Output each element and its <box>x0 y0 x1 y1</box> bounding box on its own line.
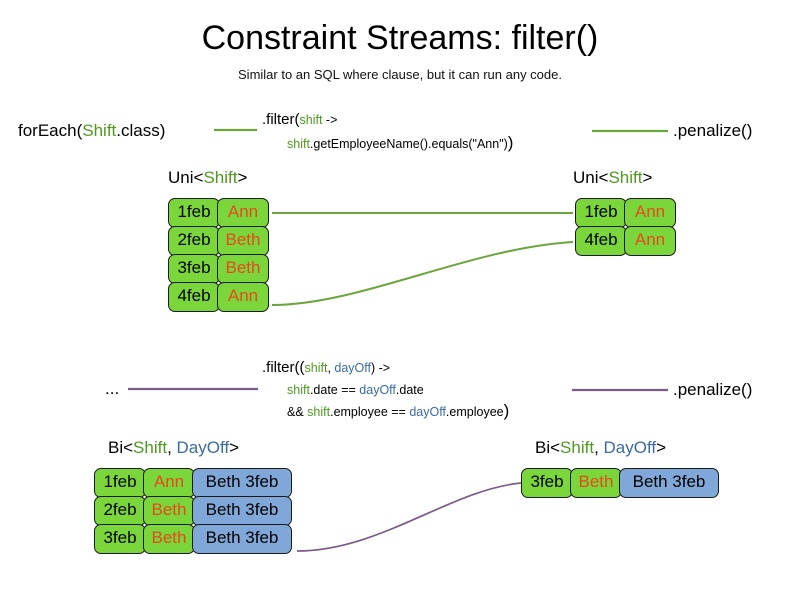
caption-uni-output-prefix: Uni< <box>573 168 609 187</box>
filter2-body2-var1: shift <box>307 405 331 419</box>
tuple-list-bi-output: 3feb Beth Beth 3feb <box>521 468 719 498</box>
page-subtitle: Similar to an SQL where clause, but it c… <box>238 67 562 82</box>
tuple-list-bi-input: 1feb Ann Beth 3feb 2feb Beth Beth 3feb 3… <box>94 468 292 554</box>
tuple-row[interactable]: 1feb Ann <box>168 198 269 228</box>
filter2-head-sep: , <box>327 361 335 375</box>
caption-bi-input-generic1: Shift <box>133 438 168 457</box>
penalize-expression-2: .penalize() <box>673 380 753 399</box>
penalize-expression-1: .penalize() <box>673 121 753 140</box>
tuple-row[interactable]: 2feb Beth <box>168 226 269 256</box>
caption-uni-output-generic: Shift <box>608 168 643 187</box>
caption-bi-input-sep: , <box>167 438 177 457</box>
tuple-cell-dayoff: Beth 3feb <box>192 468 292 498</box>
tuple-cell-dayoff: Beth 3feb <box>192 496 292 526</box>
tuple-row[interactable]: 3feb Beth Beth 3feb <box>521 468 719 498</box>
caption-bi-output-sep: , <box>594 438 604 457</box>
caption-bi-output-generic2: DayOff <box>603 438 657 457</box>
filter2-body1-end: .date <box>395 383 424 397</box>
tuple-cell-date: 1feb <box>168 198 220 228</box>
tuple-cell-name: Beth <box>570 468 622 498</box>
filter2-body2-prefix: && <box>287 405 308 419</box>
tuple-cell-dayoff: Beth 3feb <box>619 468 719 498</box>
filter1-body-close: ) <box>507 133 514 152</box>
caption-uni-output-suffix: > <box>642 168 653 187</box>
tuple-cell-name: Beth <box>217 254 269 284</box>
tuple-row[interactable]: 4feb Ann <box>575 226 676 256</box>
tuple-row[interactable]: 3feb Beth Beth 3feb <box>94 524 292 554</box>
caption-bi-output: Bi<Shift, DayOff> <box>535 437 666 458</box>
caption-bi-input-suffix: > <box>229 438 240 457</box>
filter2-head: .filter((shift, dayOff) -> <box>262 358 390 377</box>
tuple-cell-date: 3feb <box>168 254 220 284</box>
caption-bi-input-prefix: Bi< <box>108 438 134 457</box>
tuple-cell-name: Ann <box>143 468 195 498</box>
filter2-body1-var1: shift <box>287 383 310 397</box>
tuple-cell-date: 4feb <box>168 282 220 312</box>
tuple-row[interactable]: 1feb Ann <box>575 198 676 228</box>
tuple-cell-date: 3feb <box>94 524 146 554</box>
tuple-cell-date: 4feb <box>575 226 627 256</box>
filter2-body2-end: .employee <box>445 405 504 419</box>
connector-tuple-3feb-bi <box>296 482 522 552</box>
tuple-row[interactable]: 4feb Ann <box>168 282 269 312</box>
filter1-body: shift.getEmployeeName().equals("Ann")) <box>287 134 513 153</box>
caption-uni-input: Uni<Shift> <box>168 167 247 188</box>
filter1-head-var: shift <box>299 113 323 127</box>
filter2-body1-var2: dayOff <box>359 383 396 397</box>
filter1-head: .filter(shift -> <box>262 110 337 129</box>
page-title: Constraint Streams: filter() <box>201 19 599 57</box>
tuple-cell-date: 2feb <box>168 226 220 256</box>
tuple-cell-name: Ann <box>624 198 676 228</box>
filter1-body-var: shift <box>287 137 310 151</box>
caption-bi-output-suffix: > <box>656 438 667 457</box>
tuple-cell-name: Beth <box>217 226 269 256</box>
foreach-shift-token: Shift <box>82 121 117 140</box>
filter1-head-prefix: .filter( <box>262 111 300 128</box>
tuple-cell-date: 1feb <box>94 468 146 498</box>
ellipsis-source: ... <box>105 379 120 398</box>
tuple-row[interactable]: 1feb Ann Beth 3feb <box>94 468 292 498</box>
tuple-row[interactable]: 3feb Beth <box>168 254 269 284</box>
caption-bi-output-generic1: Shift <box>560 438 595 457</box>
filter2-body2-var2: dayOff <box>409 405 446 419</box>
tuple-cell-name: Beth <box>143 524 195 554</box>
caption-uni-input-suffix: > <box>237 168 248 187</box>
tuple-cell-name: Beth <box>143 496 195 526</box>
tuple-list-uni-output: 1feb Ann 4feb Ann <box>575 198 676 256</box>
filter2-body1-mid: .date == <box>309 383 360 397</box>
tuple-cell-date: 2feb <box>94 496 146 526</box>
caption-uni-output: Uni<Shift> <box>573 167 652 188</box>
filter2-head-var2: dayOff <box>334 361 371 375</box>
filter2-head-var1: shift <box>304 361 328 375</box>
caption-bi-input-generic2: DayOff <box>176 438 230 457</box>
filter2-head-suffix: ) -> <box>371 361 391 375</box>
filter1-head-suffix: -> <box>322 113 338 127</box>
tuple-cell-date: 1feb <box>575 198 627 228</box>
filter2-body2-close: ) <box>503 401 510 420</box>
tuple-row[interactable]: 2feb Beth Beth 3feb <box>94 496 292 526</box>
filter2-head-prefix: .filter(( <box>262 359 305 376</box>
connector-tuple-4feb <box>271 241 574 306</box>
filter2-body2-mid: .employee == <box>330 405 410 419</box>
caption-uni-input-prefix: Uni< <box>168 168 204 187</box>
caption-bi-input: Bi<Shift, DayOff> <box>108 437 239 458</box>
filter2-body-line1: shift.date == dayOff.date <box>287 382 424 399</box>
caption-uni-input-generic: Shift <box>203 168 238 187</box>
filter1-body-rest: .getEmployeeName().equals("Ann") <box>309 137 508 151</box>
tuple-list-uni-input: 1feb Ann 2feb Beth 3feb Beth 4feb Ann <box>168 198 269 312</box>
tuple-cell-name: Ann <box>217 198 269 228</box>
tuple-cell-dayoff: Beth 3feb <box>192 524 292 554</box>
foreach-expression: forEach(Shift.class) <box>18 121 166 140</box>
tuple-cell-name: Ann <box>624 226 676 256</box>
filter2-body-line2: && shift.employee == dayOff.employee) <box>287 402 509 421</box>
tuple-cell-name: Ann <box>217 282 269 312</box>
tuple-cell-date: 3feb <box>521 468 573 498</box>
caption-bi-output-prefix: Bi< <box>535 438 561 457</box>
